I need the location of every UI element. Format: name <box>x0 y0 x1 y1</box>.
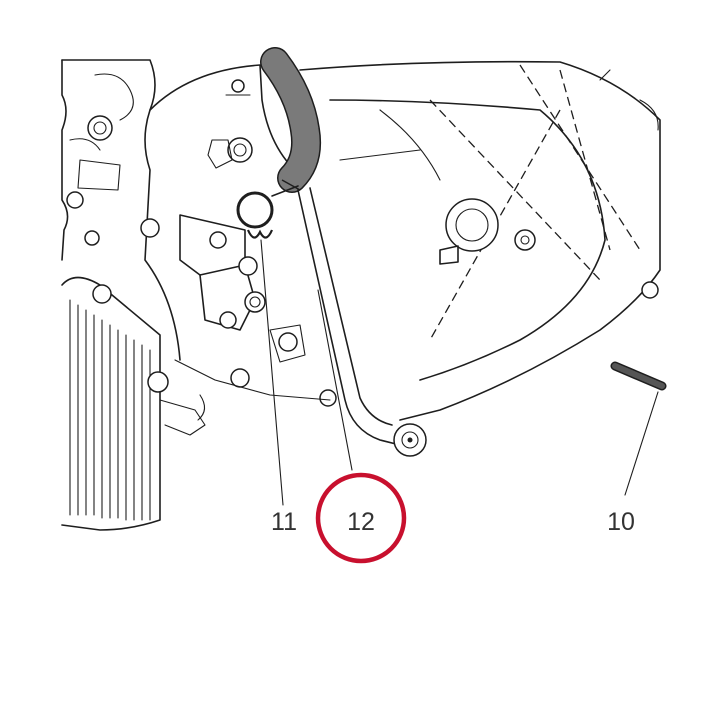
rod <box>610 361 667 391</box>
leader-lines <box>260 239 659 506</box>
oil-cooler <box>61 276 206 531</box>
callout-label-12: 12 <box>347 508 375 536</box>
central-mechanism <box>140 64 337 421</box>
oil-line <box>297 187 427 457</box>
highlight-ring <box>315 472 407 564</box>
leader-line-12 <box>317 289 353 471</box>
callout-label-11: 11 <box>271 508 297 536</box>
oil-hose <box>260 47 322 193</box>
leader-line-11 <box>260 239 284 506</box>
leader-line-10 <box>624 391 659 496</box>
clip <box>236 185 299 239</box>
callout-label-10: 10 <box>607 508 635 536</box>
engine-block <box>61 59 181 361</box>
transmission-housing <box>299 60 661 421</box>
